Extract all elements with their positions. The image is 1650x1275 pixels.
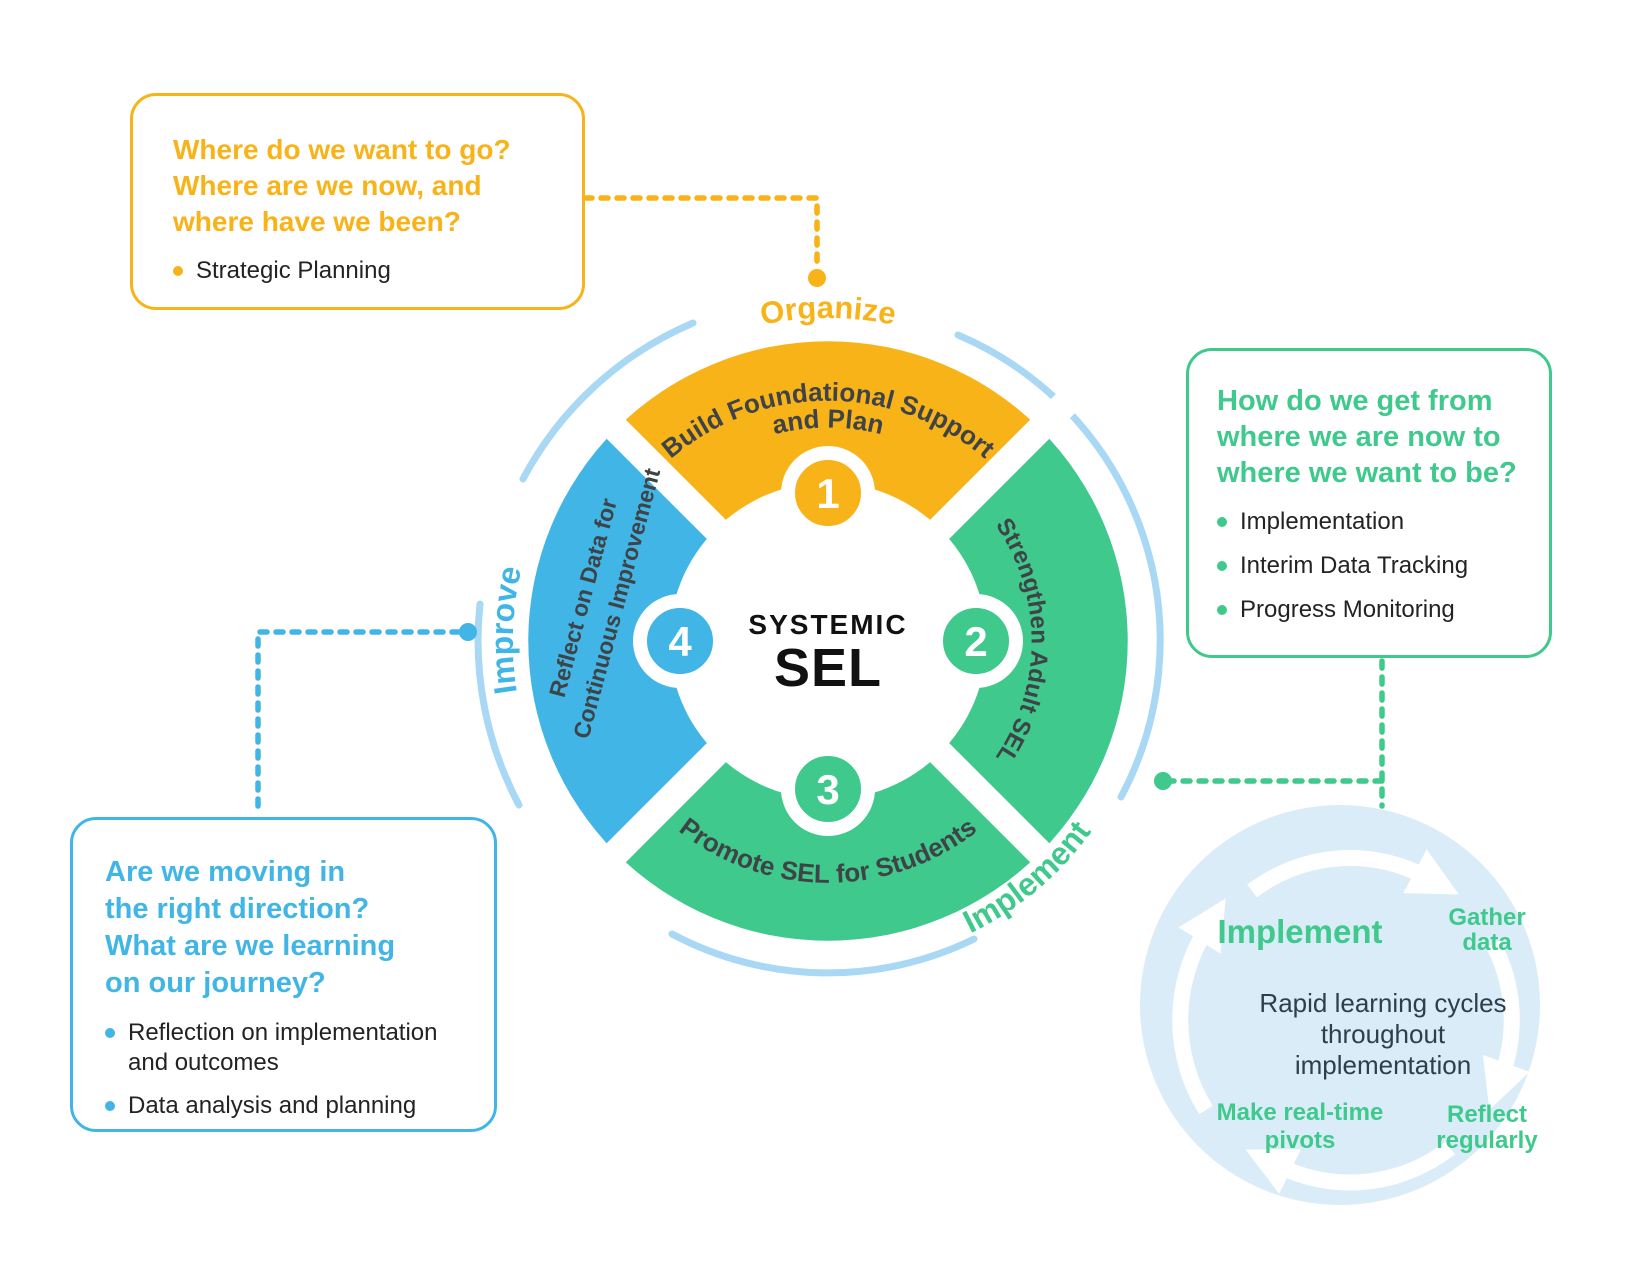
hub-title-sel: SEL (774, 638, 882, 698)
bullet-dot-icon (105, 1101, 115, 1111)
list-item: Data analysis and planning (105, 1091, 480, 1121)
badge-1-circle (789, 454, 867, 532)
list-item: Implementation (1217, 507, 1539, 537)
wheel-hub (670, 483, 986, 799)
ring-arc-bottom (668, 930, 978, 977)
cycle-heading: Implement (1217, 913, 1382, 950)
badge-4-number: 4 (668, 618, 692, 665)
cycle-center-line2: throughout (1321, 1019, 1446, 1049)
callout-organize-bullets: Strategic Planning (173, 256, 562, 286)
callout-implement-title-line3: where we want to be? (1217, 457, 1517, 489)
connector-improve (255, 629, 462, 815)
phase-label-organize: Organize (757, 290, 898, 332)
callout-improve-title-line2: the right direction? (105, 893, 370, 925)
svg-text:Organize: Organize (757, 290, 898, 332)
badge-4-circle (641, 602, 719, 680)
list-item: Strategic Planning (173, 256, 562, 286)
list-item: Progress Monitoring (1217, 595, 1539, 625)
callout-improve-title: Are we moving in the right direction? Wh… (105, 854, 480, 1002)
connector-dot-organize (808, 269, 826, 287)
cycle-step-gather-line2: data (1462, 929, 1512, 956)
connector-implement (1169, 658, 1385, 809)
badge-3-number: 3 (816, 766, 839, 813)
bullet-dot-icon (173, 266, 183, 276)
callout-organize-title-line1: Where do we want to go? (173, 134, 511, 165)
badge-3-circle (789, 750, 867, 828)
ring-arc-right (954, 331, 1164, 801)
cycle-step-pivots-line2: pivots (1265, 1127, 1336, 1154)
callout-improve-title-line4: on our journey? (105, 967, 326, 999)
cycle-arrow-left (1172, 898, 1226, 1115)
connector-organize (582, 195, 820, 269)
cycle-step-gather-line1: Gather (1448, 904, 1525, 931)
callout-organize: Where do we want to go? Where are we now… (130, 93, 585, 310)
callout-implement-title-line2: where we are now to (1217, 421, 1501, 453)
bullet-dot-icon (1217, 605, 1227, 615)
bullet-text: Implementation (1240, 508, 1405, 535)
bullet-text: Data analysis and planning (128, 1092, 417, 1119)
svg-text:Improve: Improve (484, 563, 528, 697)
rapid-cycle-circle (1140, 805, 1540, 1205)
bullet-dot-icon (1217, 517, 1227, 527)
connector-dot-implement (1154, 772, 1172, 790)
callout-organize-title-line3: where have we been? (173, 206, 461, 237)
callout-improve: Are we moving in the right direction? Wh… (70, 817, 497, 1132)
wedge-strengthen-adult-sel (940, 429, 1128, 853)
bullet-dot-icon (105, 1028, 115, 1038)
wedge-promote-sel (616, 753, 1040, 941)
cycle-arrows (1172, 849, 1530, 1194)
phase-label-improve: Improve (484, 563, 528, 697)
wedge-gaps (578, 391, 1078, 891)
callout-implement-title-line1: How do we get from (1217, 385, 1493, 417)
bullet-dot-icon (1217, 561, 1227, 571)
badge-1-number: 1 (816, 470, 839, 517)
callout-implement: How do we get from where we are now to w… (1186, 348, 1552, 658)
wedge-organize (616, 341, 1040, 529)
cycle-step-reflect-line2: regularly (1436, 1127, 1538, 1154)
badge-2-circle (937, 602, 1015, 680)
wedge-reflect-data (528, 429, 716, 853)
callout-organize-title: Where do we want to go? Where are we now… (173, 132, 562, 240)
cycle-step-reflect-line1: Reflect (1447, 1101, 1527, 1128)
connector-dot-improve (459, 623, 477, 641)
rapid-cycle-group: Implement Gather data Reflect regularly … (1140, 805, 1540, 1205)
bullet-text: Reflection on implementation and outcome… (128, 1019, 438, 1076)
cycle-center-line1: Rapid learning cycles (1259, 988, 1506, 1018)
bullet-text: Interim Data Tracking (1240, 552, 1469, 579)
bullet-text: Strategic Planning (196, 257, 391, 284)
list-item: Reflection on implementation and outcome… (105, 1018, 480, 1078)
callout-improve-title-line3: What are we learning (105, 930, 396, 962)
bullet-text: Progress Monitoring (1240, 596, 1455, 623)
callout-implement-bullets: Implementation Interim Data Tracking Pro… (1217, 507, 1539, 625)
hub-title-systemic: SYSTEMIC (748, 609, 907, 640)
cycle-arrow-top (1247, 849, 1459, 898)
cycle-arrow-bottom (1245, 1141, 1455, 1194)
ring-arc-upper-left (519, 319, 697, 483)
list-item: Interim Data Tracking (1217, 551, 1539, 581)
connectors (255, 195, 1385, 815)
step-badges: 1 2 3 4 (641, 454, 1015, 828)
outer-ring-arcs (474, 319, 1164, 977)
ring-arc-left (474, 600, 523, 809)
callout-improve-bullets: Reflection on implementation and outcome… (105, 1018, 480, 1121)
cycle-center-line3: implementation (1295, 1050, 1471, 1080)
callout-improve-title-line1: Are we moving in (105, 856, 346, 888)
badge-2-number: 2 (964, 618, 987, 665)
callout-implement-title: How do we get from where we are now to w… (1217, 383, 1539, 491)
cycle-arrow-right (1482, 940, 1530, 1110)
cycle-step-pivots-line1: Make real-time (1217, 1099, 1384, 1126)
callout-organize-title-line2: Where are we now, and (173, 170, 482, 201)
